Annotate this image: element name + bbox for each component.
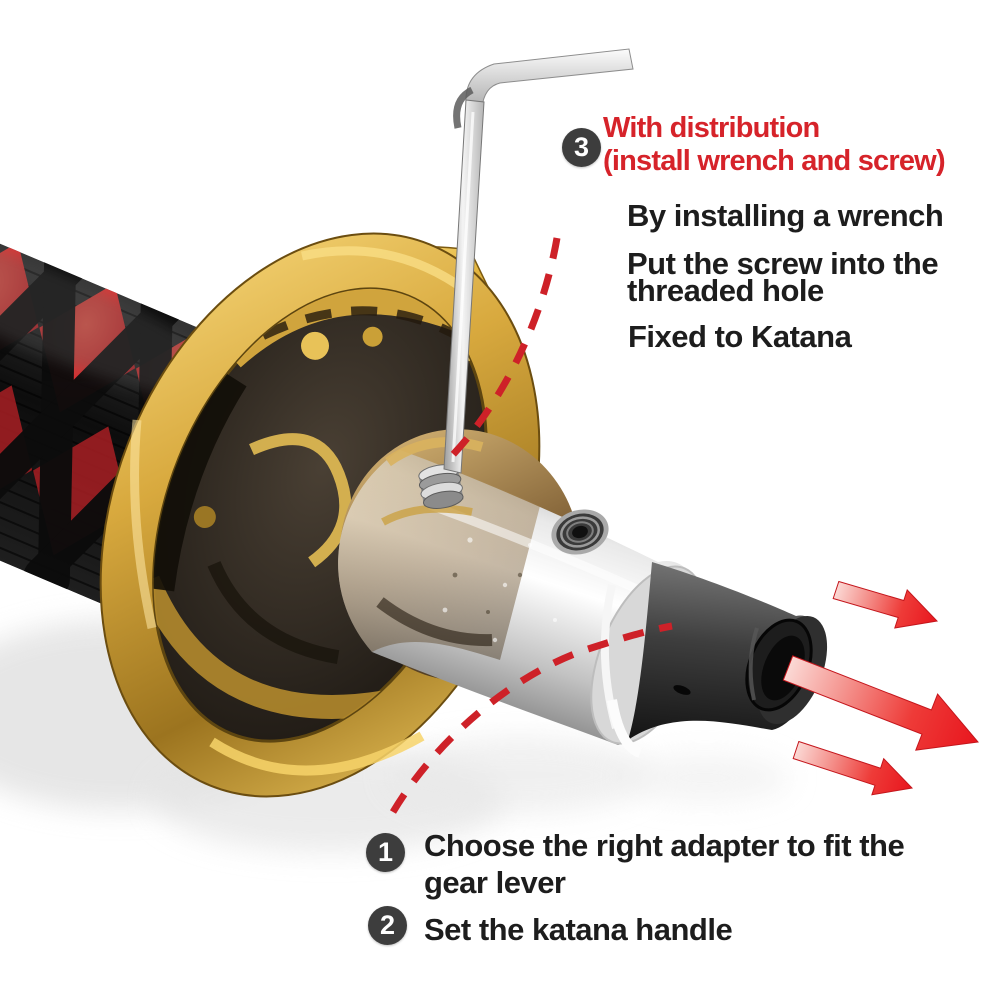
arrow-bottom: [792, 740, 914, 796]
arrow-middle: [782, 655, 979, 751]
arrow-top: [832, 580, 939, 629]
set-screw: [418, 464, 464, 509]
hex-wrench: [443, 45, 634, 474]
threaded-hole: [551, 509, 609, 555]
dashed-pointers: [389, 237, 673, 814]
motion-arrows: [782, 580, 979, 796]
dashed-pointer-to-adapter: [389, 622, 673, 814]
dashed-pointer-to-screw: [443, 237, 561, 465]
